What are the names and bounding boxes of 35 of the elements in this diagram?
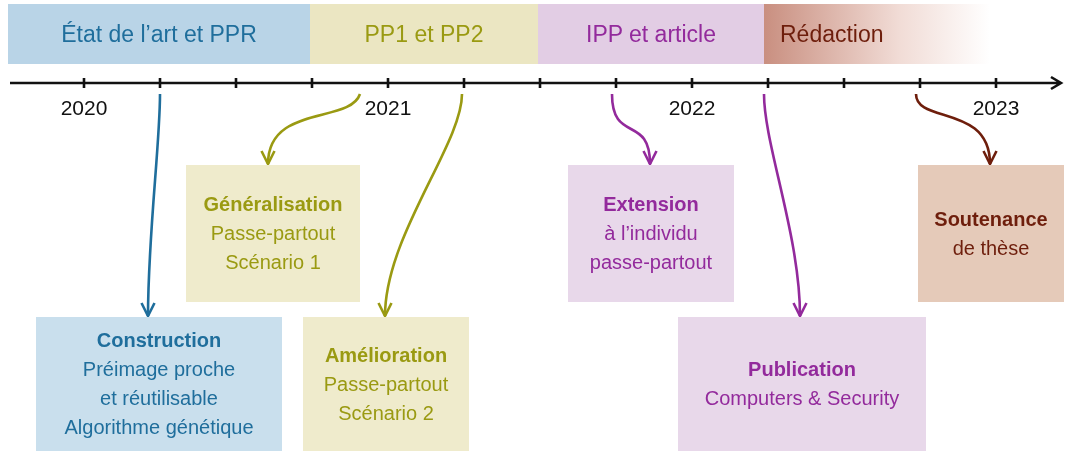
year-label: 2020 [60,96,108,120]
year-label: 2022 [668,96,716,120]
arrow [914,93,997,166]
milestone-title: Amélioration [324,342,448,368]
milestone-title: Construction [96,328,222,353]
milestone-title: Soutenance [934,206,1048,232]
arrow [762,93,808,318]
milestone-title: Publication [748,357,856,382]
arrow [610,93,657,166]
year-label: 2023 [972,96,1020,120]
milestone-description: Passe-partout Scénario 2 [322,371,450,426]
milestone-card [918,165,1064,302]
phase-band [538,4,764,64]
milestone-title: Extension [603,192,699,217]
phase-label: Rédaction [780,20,884,48]
arrow [378,93,464,318]
milestone-card [186,165,360,302]
phase-band [310,4,538,64]
phase-label: État de l’art et PPR [61,20,257,48]
year-label: 2021 [364,96,412,120]
arrow [261,93,362,166]
milestone-description: de thèse [952,235,1030,261]
phase-band [8,4,310,64]
milestone-card [678,317,926,451]
phase-label: IPP et article [586,20,716,48]
milestone-description: Préimage proche et réutilisable Algorithme génétique [63,357,255,440]
milestone-title: Généralisation [203,192,343,217]
milestone-description: Passe-partout Scénario 1 [209,221,337,275]
milestone-card [303,317,469,451]
phase-label: PP1 et PP2 [364,20,484,48]
milestone-description: à l’individu passe-partout [588,221,714,275]
milestone-description: Computers & Security [704,386,900,411]
arrow [140,93,162,318]
milestone-card [36,317,282,451]
milestone-card [568,165,734,302]
